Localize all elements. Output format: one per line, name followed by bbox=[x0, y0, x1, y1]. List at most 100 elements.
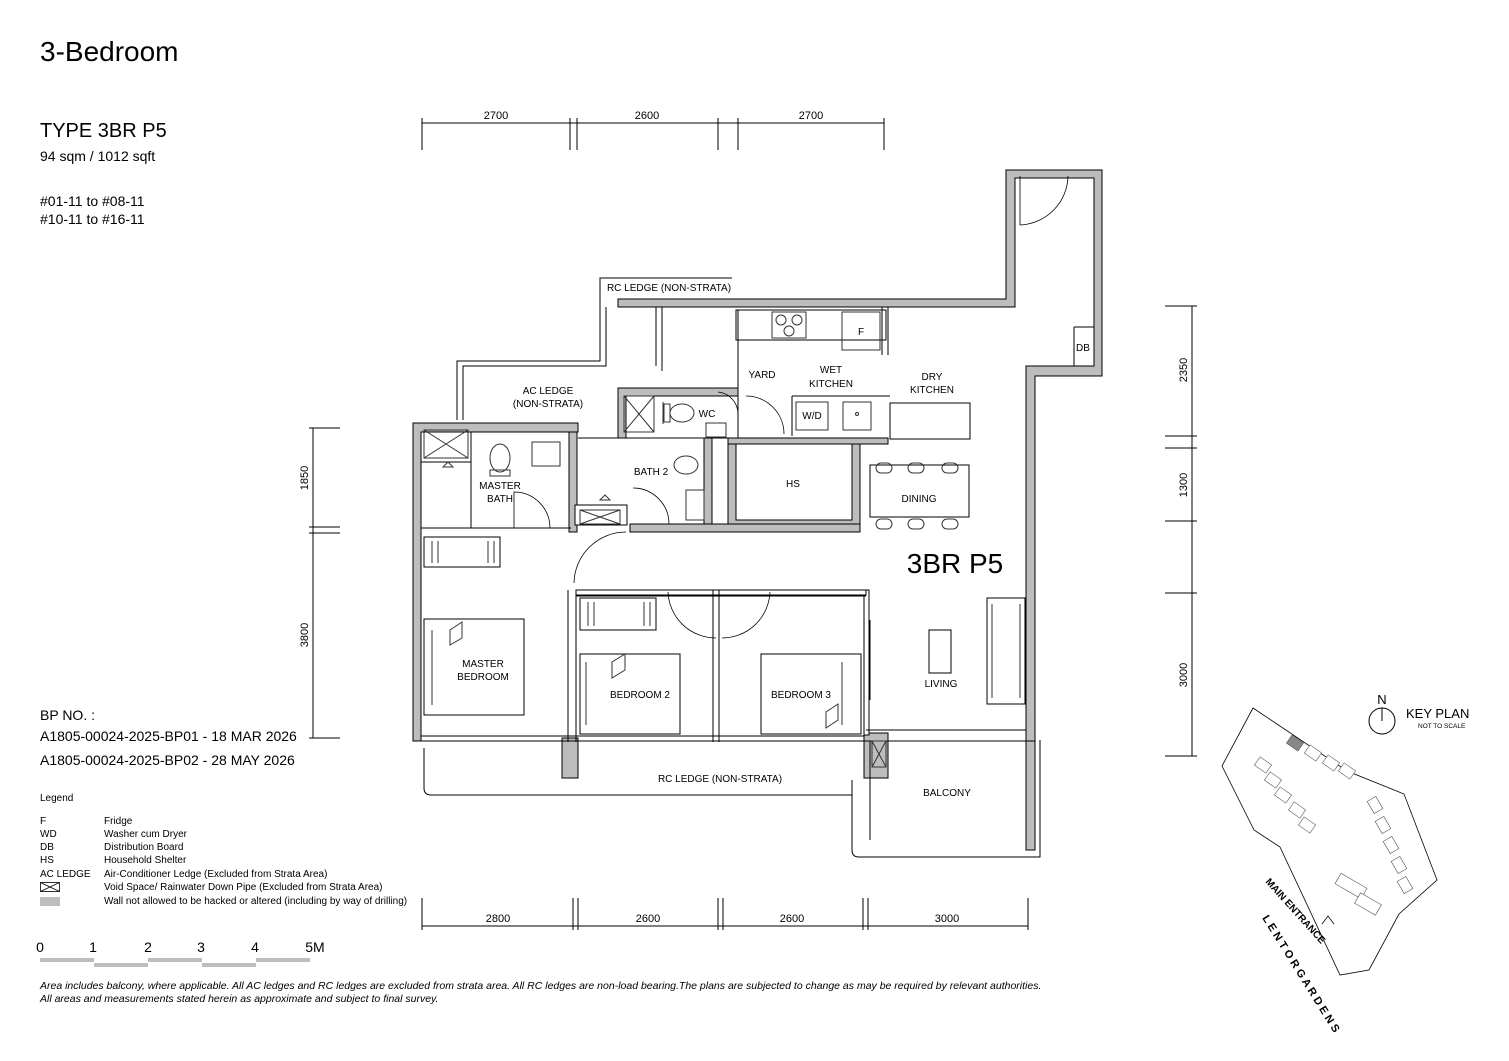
dimension-label: 3800 bbox=[299, 623, 311, 647]
sink-icon bbox=[842, 401, 872, 431]
wd-label: W/D bbox=[802, 411, 821, 422]
washer-dryer-icon bbox=[795, 401, 829, 431]
dimension-label: 2600 bbox=[635, 110, 659, 122]
ac-ledge-label: AC LEDGE bbox=[523, 386, 574, 397]
wc-label: WC bbox=[699, 409, 716, 420]
fixtures bbox=[423, 311, 1021, 768]
dimension-label: 1300 bbox=[1178, 473, 1190, 497]
void-space-icon bbox=[423, 429, 469, 459]
dry-kitchen-label: DRY bbox=[922, 372, 943, 383]
walls bbox=[412, 169, 1103, 851]
bedroom3-label: BEDROOM 3 bbox=[771, 690, 831, 701]
bath2-label: BATH 2 bbox=[634, 467, 669, 478]
key-plan: N KEY PLAN NOT TO SCALE MAIN ENTRANCE L … bbox=[1221, 692, 1469, 1035]
yard-label: YARD bbox=[748, 370, 775, 381]
legend-desc: Wall not allowed to be hacked or altered… bbox=[104, 896, 408, 907]
bp-number: A1805-00024-2025-BP01 - 18 MAR 2026 bbox=[40, 728, 297, 744]
balcony-label: BALCONY bbox=[923, 788, 971, 799]
dimension-label: 1850 bbox=[299, 466, 311, 490]
scale-tick: 3 bbox=[197, 939, 205, 955]
scale-tick: 1 bbox=[89, 939, 97, 955]
rc-ledge-top-label: RC LEDGE (NON-STRATA) bbox=[607, 283, 731, 294]
bp-number: A1805-00024-2025-BP02 - 28 MAY 2026 bbox=[40, 752, 295, 768]
db-label: DB bbox=[1076, 343, 1090, 354]
master-bath-label: BATH bbox=[487, 494, 513, 505]
basin-icon bbox=[531, 441, 561, 467]
unit-range: #01-11 to #08-11 bbox=[40, 193, 145, 209]
dimension-label: 3000 bbox=[1178, 663, 1190, 687]
dimension-bottom bbox=[421, 898, 1029, 930]
dimension-label: 2600 bbox=[780, 913, 804, 925]
legend-key: F bbox=[40, 816, 47, 827]
dimension-label: 2800 bbox=[486, 913, 510, 925]
site-blocks bbox=[1253, 734, 1414, 916]
legend-desc: Fridge bbox=[104, 816, 133, 827]
rc-ledge-outline bbox=[456, 277, 732, 420]
key-plan-title: KEY PLAN bbox=[1406, 706, 1469, 721]
dimension-label: 2700 bbox=[484, 110, 508, 122]
basin-icon bbox=[685, 489, 705, 521]
void-space-icon bbox=[579, 509, 621, 525]
outer-wall-west bbox=[412, 422, 579, 742]
disclaimer-line: All areas and measurements stated herein… bbox=[40, 993, 439, 1005]
legend-desc: Washer cum Dryer bbox=[104, 829, 187, 840]
living-label: LIVING bbox=[925, 679, 958, 690]
dining-label: DINING bbox=[902, 494, 937, 505]
page-title: 3-Bedroom bbox=[40, 36, 179, 67]
dimension-top bbox=[421, 118, 885, 150]
legend-key: HS bbox=[40, 855, 54, 866]
master-bedroom-label: BEDROOM bbox=[457, 672, 509, 683]
entrance-arrow-icon bbox=[1321, 915, 1335, 925]
dimension-label: 3000 bbox=[935, 913, 959, 925]
bedroom2-label: BEDROOM 2 bbox=[610, 690, 670, 701]
legend-key: DB bbox=[40, 842, 54, 853]
dimension-label: 2600 bbox=[636, 913, 660, 925]
dimension-label: 2350 bbox=[1178, 358, 1190, 382]
unit-type-label: 3BR P5 bbox=[907, 548, 1004, 579]
rc-ledge-bottom-outline bbox=[423, 748, 852, 796]
legend-key: WD bbox=[40, 829, 57, 840]
bp-label: BP NO. : bbox=[40, 707, 95, 723]
legend-desc: Air-Conditioner Ledge (Excluded from Str… bbox=[104, 869, 328, 880]
stove-icon bbox=[771, 311, 807, 339]
dimension-left bbox=[309, 427, 340, 739]
scale-tick: 5M bbox=[305, 939, 324, 955]
basin-icon bbox=[705, 422, 727, 438]
toilet-icon bbox=[669, 403, 695, 423]
void-space-icon bbox=[871, 740, 887, 768]
legend-desc: Distribution Board bbox=[104, 842, 184, 853]
balcony-outline bbox=[851, 740, 1041, 858]
road-label: L E N T O R G A R D E N S bbox=[1259, 913, 1341, 1035]
dry-kitchen-label: KITCHEN bbox=[910, 385, 954, 396]
disclaimer-line: Area includes balcony, where applicable.… bbox=[40, 980, 1042, 992]
wet-kitchen-label: KITCHEN bbox=[809, 379, 853, 390]
disclaimer: Area includes balcony, where applicable.… bbox=[40, 980, 1041, 1006]
legend-desc: Household Shelter bbox=[104, 855, 187, 866]
rc-ledge-bottom-label: RC LEDGE (NON-STRATA) bbox=[658, 774, 782, 785]
wet-kitchen-label: WET bbox=[820, 365, 842, 376]
dimension-right bbox=[1165, 305, 1197, 757]
fridge-icon bbox=[841, 311, 881, 351]
dimension-label: 2700 bbox=[799, 110, 823, 122]
master-bedroom-label: MASTER bbox=[462, 659, 504, 670]
unit-area: 94 sqm / 1012 sqft bbox=[40, 148, 156, 164]
unit-type: TYPE 3BR P5 bbox=[40, 120, 167, 142]
door-swings bbox=[513, 175, 1069, 639]
scale-tick: 2 bbox=[144, 939, 152, 955]
ac-ledge-label: (NON-STRATA) bbox=[513, 399, 583, 410]
legend-key: AC LEDGE bbox=[40, 869, 91, 880]
scale-tick: 4 bbox=[251, 939, 259, 955]
void-space-icon bbox=[40, 882, 60, 892]
void-space-icon bbox=[623, 395, 655, 433]
protected-wall-swatch-icon bbox=[40, 897, 60, 906]
fridge-label: F bbox=[858, 327, 864, 338]
scale-bar: 0 1 2 3 4 5M bbox=[36, 939, 325, 967]
legend-desc: Void Space/ Rainwater Down Pipe (Exclude… bbox=[104, 882, 383, 893]
outer-wall-north-east bbox=[617, 169, 1103, 851]
legend-title: Legend bbox=[40, 793, 74, 804]
scale-tick: 0 bbox=[36, 939, 44, 955]
wall-master-bath-east bbox=[568, 431, 578, 533]
toilet-icon bbox=[489, 443, 511, 473]
key-plan-subtitle: NOT TO SCALE bbox=[1418, 723, 1466, 730]
